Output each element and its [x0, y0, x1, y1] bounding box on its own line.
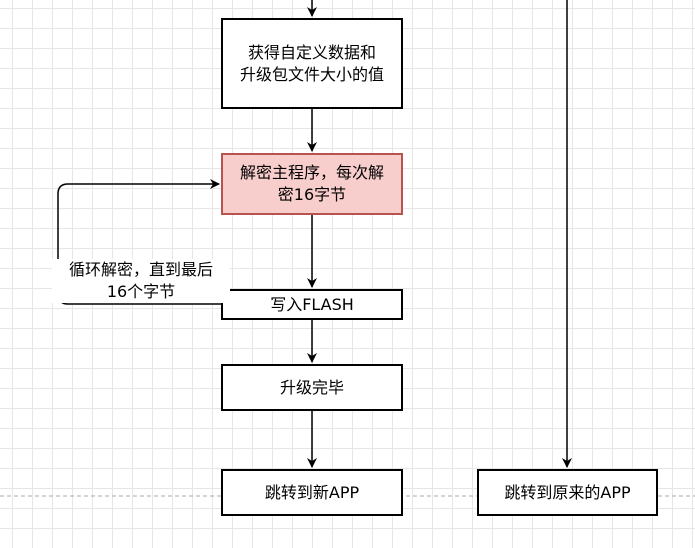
loop-label: 循环解密，直到最后 16个字节 — [52, 259, 230, 303]
jump-new-app-box[interactable]: 跳转到新APP — [221, 469, 403, 516]
upgrade-done-box[interactable]: 升级完毕 — [221, 364, 403, 411]
jump-old-app-text: 跳转到原来的APP — [504, 482, 631, 502]
jump-new-app-text: 跳转到新APP — [264, 482, 360, 502]
write-flash-box[interactable]: 写入FLASH — [221, 289, 403, 320]
loop-back-arrow — [57, 179, 221, 305]
decrypt-text: 解密主程序，每次解 密16字节 — [239, 163, 384, 204]
get-data-text: 获得自定义数据和 升级包文件大小的值 — [239, 42, 384, 84]
decrypt-box[interactable]: 解密主程序，每次解 密16字节 — [221, 153, 403, 215]
upgrade-done-text: 升级完毕 — [279, 377, 344, 397]
write-flash-text: 写入FLASH — [270, 294, 354, 314]
get-data-box[interactable]: 获得自定义数据和 升级包文件大小的值 — [221, 18, 403, 109]
jump-old-app-box[interactable]: 跳转到原来的APP — [477, 469, 658, 516]
